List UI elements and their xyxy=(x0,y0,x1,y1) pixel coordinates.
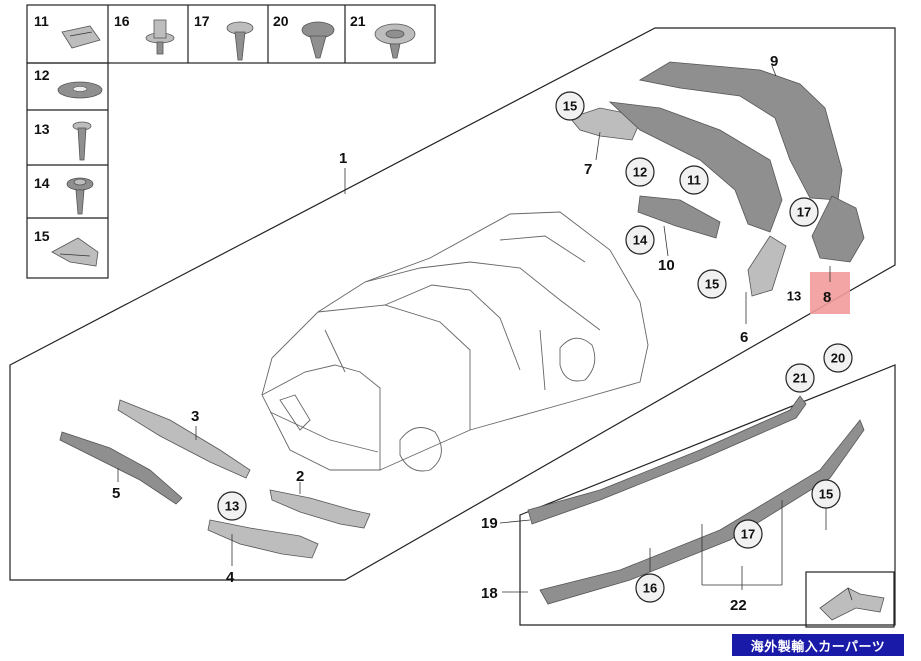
clip-20-icon xyxy=(301,21,335,59)
car-outline xyxy=(261,211,649,472)
leader-lines xyxy=(117,65,831,593)
callout-21: 21 xyxy=(785,363,815,393)
legend-label-20: 20 xyxy=(273,13,289,29)
svg-text:21: 21 xyxy=(793,371,807,386)
callout-17-skirt: 17 xyxy=(733,519,763,549)
legend-label-15: 15 xyxy=(34,228,50,244)
label-part-2: 2 xyxy=(296,468,304,485)
front-bumper-parts xyxy=(59,399,371,559)
callout-13-rear: 13 xyxy=(787,289,801,304)
label-part-4: 4 xyxy=(226,569,235,586)
label-part-1: 1 xyxy=(339,150,347,167)
callout-15-skirt: 15 xyxy=(811,479,841,509)
svg-text:14: 14 xyxy=(633,233,648,248)
svg-text:17: 17 xyxy=(797,205,811,220)
watermark-banner: 海外製輸入カーパーツ xyxy=(732,634,904,656)
trim-8 xyxy=(811,195,865,263)
legend-label-17: 17 xyxy=(194,13,210,29)
screw-13-icon xyxy=(72,121,92,161)
label-part-5: 5 xyxy=(112,485,120,502)
legend-grid: 11 16 17 20 21 12 13 14 15 xyxy=(26,4,436,279)
label-part-7: 7 xyxy=(584,161,592,178)
label-part-8: 8 xyxy=(823,289,831,306)
clip-21-icon xyxy=(374,23,416,59)
callout-12: 12 xyxy=(625,157,655,187)
svg-text:12: 12 xyxy=(633,165,647,180)
label-part-19: 19 xyxy=(481,515,498,532)
bracket-2 xyxy=(269,489,371,529)
orientation-arrow-icon xyxy=(819,587,885,621)
bumper-carrier-7 xyxy=(569,107,641,141)
bracket-6 xyxy=(747,235,787,297)
screw-17-icon xyxy=(226,21,254,61)
clip-15-icon xyxy=(51,237,99,267)
main-frame xyxy=(9,27,896,581)
callout-16: 16 xyxy=(635,573,665,603)
legend-label-12: 12 xyxy=(34,67,50,83)
legend-label-11: 11 xyxy=(34,13,49,29)
legend-label-21: 21 xyxy=(350,13,366,29)
washer-12-icon xyxy=(57,81,103,99)
svg-text:13: 13 xyxy=(787,289,801,304)
svg-text:17: 17 xyxy=(741,527,755,542)
svg-text:11: 11 xyxy=(687,173,701,188)
strip-5 xyxy=(59,431,183,505)
rear-bumper-parts xyxy=(569,61,865,297)
side-skirt-frame xyxy=(519,364,896,626)
push-rivet-16-icon xyxy=(145,19,175,55)
label-part-9: 9 xyxy=(770,53,778,70)
svg-text:15: 15 xyxy=(705,277,719,292)
legend-label-14: 14 xyxy=(34,175,50,191)
callout-15-mid: 15 xyxy=(697,269,727,299)
callout-20: 20 xyxy=(823,343,853,373)
label-part-10: 10 xyxy=(658,257,675,274)
skirt-18 xyxy=(539,419,865,605)
clip-11-icon xyxy=(61,25,101,49)
svg-text:15: 15 xyxy=(563,99,577,114)
svg-text:15: 15 xyxy=(819,487,833,502)
label-part-18: 18 xyxy=(481,585,498,602)
side-skirt-parts xyxy=(527,395,865,605)
screw-14-icon xyxy=(66,177,94,215)
reflector-10 xyxy=(637,195,721,239)
orientation-box xyxy=(805,571,895,628)
label-part-3: 3 xyxy=(191,408,199,425)
callout-15-top: 15 xyxy=(555,91,585,121)
bracket-19 xyxy=(527,395,807,525)
callout-13-front: 13 xyxy=(217,491,247,521)
svg-text:20: 20 xyxy=(831,351,845,366)
label-part-6: 6 xyxy=(740,329,748,346)
label-part-22: 22 xyxy=(730,597,747,614)
legend-label-16: 16 xyxy=(114,13,130,29)
callout-14: 14 xyxy=(625,225,655,255)
callout-11: 11 xyxy=(679,165,709,195)
bumper-diffuser xyxy=(608,101,783,233)
legend-label-13: 13 xyxy=(34,121,50,137)
bracket-3 xyxy=(117,399,251,479)
svg-text:16: 16 xyxy=(643,581,657,596)
svg-text:13: 13 xyxy=(225,499,239,514)
trim-4 xyxy=(207,519,319,559)
callout-17-rear: 17 xyxy=(789,197,819,227)
